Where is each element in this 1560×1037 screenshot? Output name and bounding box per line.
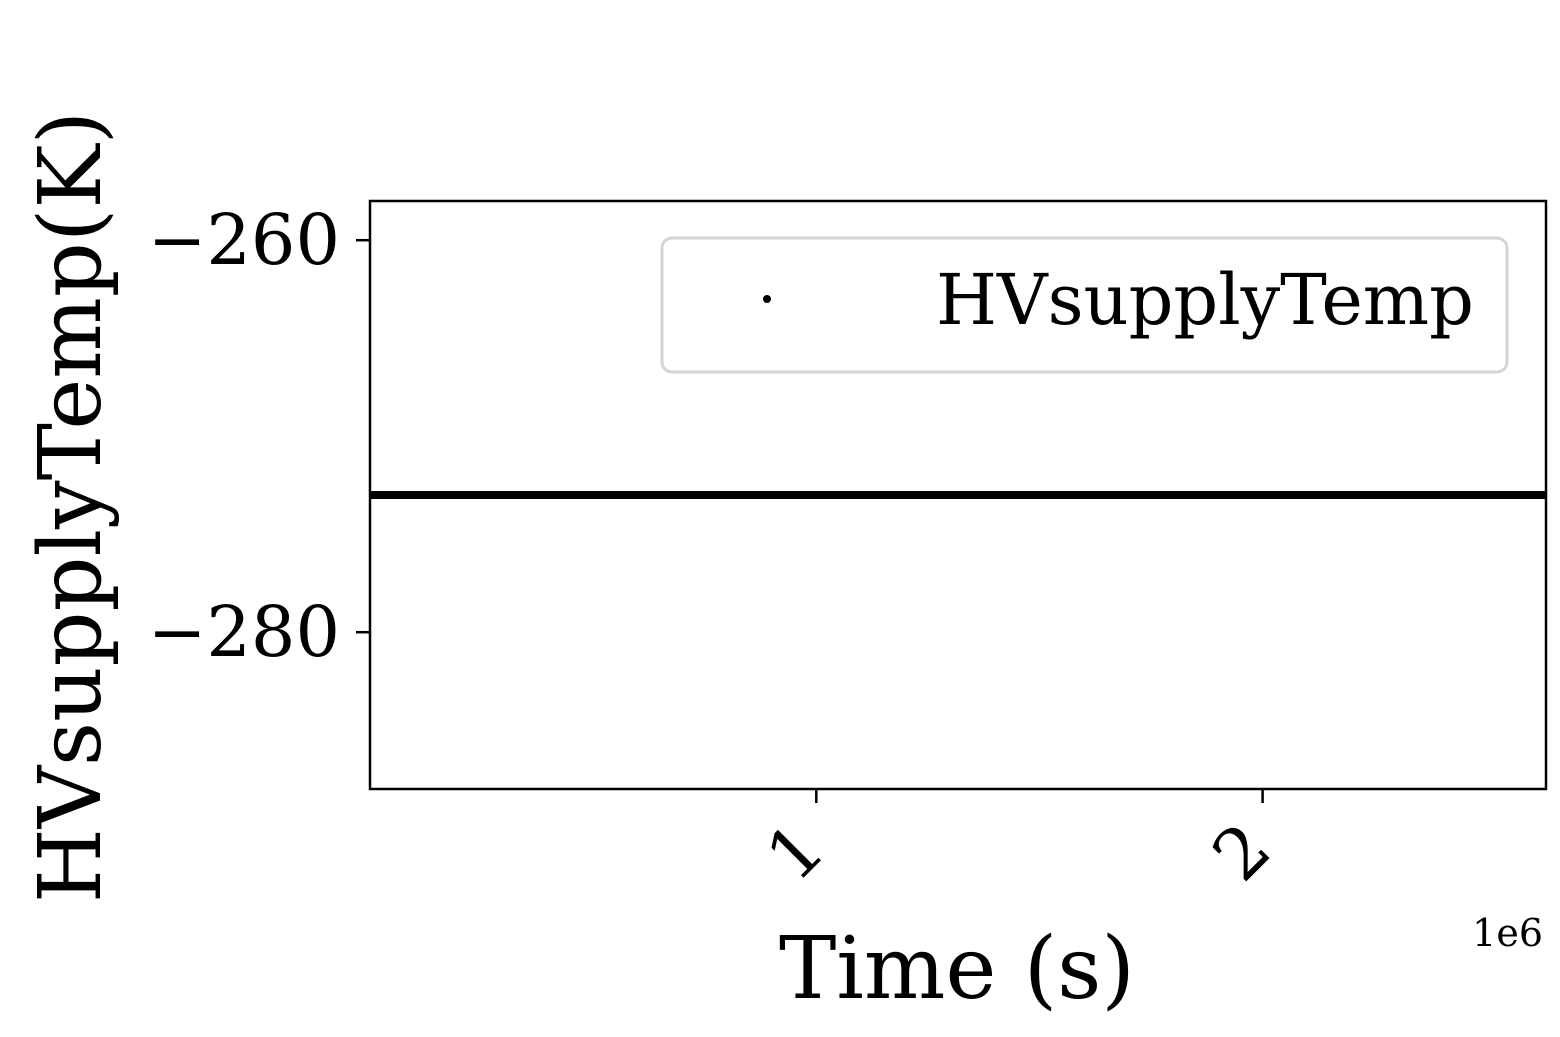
legend-entry-label: HVsupplyTemp	[936, 259, 1474, 341]
x-tick-label: 2	[1197, 807, 1286, 896]
legend: HVsupplyTemp	[660, 236, 1509, 374]
x-tick-label: 1	[751, 807, 840, 896]
y-tick-label: −280	[148, 591, 340, 673]
x-axis-label: Time (s)	[779, 919, 1135, 1019]
legend-marker	[763, 295, 771, 303]
plot-area-frame	[368, 199, 1548, 791]
legend-box	[660, 236, 1509, 374]
y-tick-label: −260	[148, 199, 340, 281]
y-axis-label: HVsupplyTemp(K)	[21, 111, 121, 903]
y-axis: −260 −280	[148, 199, 370, 673]
x-axis-offset-label: 1e6	[1472, 911, 1543, 955]
